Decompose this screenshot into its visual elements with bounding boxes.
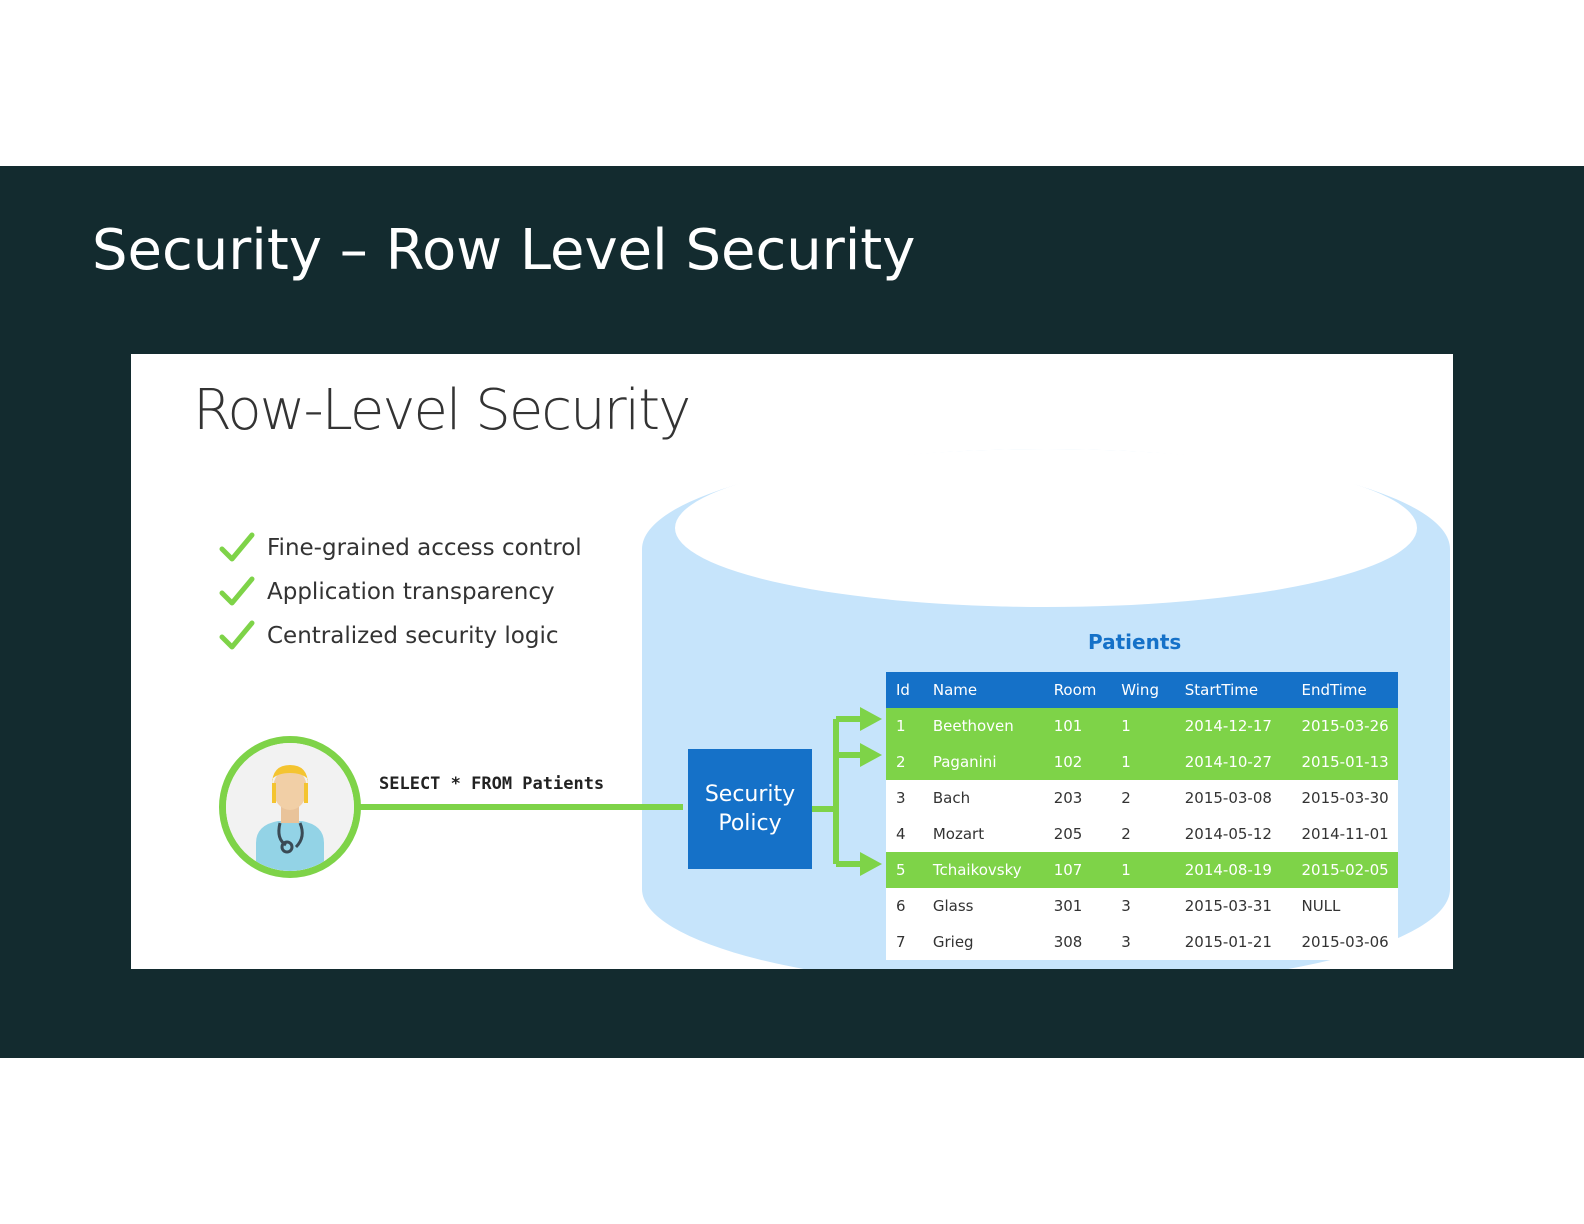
policy-filter-arrows: [812, 707, 882, 876]
slide-title: Security – Row Level Security: [92, 218, 916, 283]
security-policy-box: Security Policy: [688, 749, 812, 869]
cell-endtime: 2015-02-05: [1291, 852, 1398, 888]
cell-wing: 3: [1111, 888, 1175, 924]
cell-id: 1: [886, 708, 923, 744]
feature-list: Fine-grained access control Application …: [219, 526, 582, 658]
check-icon: [219, 532, 255, 562]
table-header-row: Id Name Room Wing StartTime EndTime: [886, 672, 1398, 708]
feature-item: Fine-grained access control: [219, 526, 582, 570]
cell-wing: 2: [1111, 780, 1175, 816]
cell-name: Bach: [922, 780, 1044, 816]
sql-query: SELECT * FROM Patients: [379, 774, 605, 794]
cell-name: Beethoven: [922, 708, 1044, 744]
doctor-icon: [226, 743, 354, 871]
cell-room: 203: [1043, 780, 1112, 816]
column-header-id: Id: [886, 672, 923, 708]
cell-wing: 1: [1111, 708, 1175, 744]
cell-wing: 2: [1111, 816, 1175, 852]
cell-starttime: 2014-05-12: [1174, 816, 1292, 852]
feature-item: Centralized security logic: [219, 614, 582, 658]
cell-name: Grieg: [922, 924, 1044, 960]
cell-endtime: 2015-01-13: [1291, 744, 1398, 780]
user-avatar: [219, 736, 361, 878]
cell-id: 4: [886, 816, 923, 852]
cell-name: Glass: [922, 888, 1044, 924]
cell-id: 5: [886, 852, 923, 888]
cell-starttime: 2015-01-21: [1174, 924, 1292, 960]
cell-starttime: 2014-10-27: [1174, 744, 1292, 780]
feature-label: Application transparency: [267, 579, 555, 605]
cell-wing: 1: [1111, 852, 1175, 888]
cell-starttime: 2015-03-08: [1174, 780, 1292, 816]
policy-label-line2: Policy: [718, 811, 782, 836]
cell-endtime: 2015-03-26: [1291, 708, 1398, 744]
diagram-title: Row-Level Security: [193, 378, 691, 443]
cell-starttime: 2014-08-19: [1174, 852, 1292, 888]
cell-room: 301: [1043, 888, 1112, 924]
column-header-starttime: StartTime: [1174, 672, 1292, 708]
cell-id: 2: [886, 744, 923, 780]
check-icon: [219, 620, 255, 650]
feature-label: Fine-grained access control: [267, 535, 582, 561]
cell-name: Paganini: [922, 744, 1044, 780]
cell-room: 102: [1043, 744, 1112, 780]
cell-room: 107: [1043, 852, 1112, 888]
cell-room: 101: [1043, 708, 1112, 744]
cell-room: 308: [1043, 924, 1112, 960]
cell-name: Tchaikovsky: [922, 852, 1044, 888]
cell-room: 205: [1043, 816, 1112, 852]
cell-name: Mozart: [922, 816, 1044, 852]
column-header-room: Room: [1043, 672, 1112, 708]
query-connector: [357, 804, 683, 810]
column-header-name: Name: [922, 672, 1044, 708]
cell-endtime: 2015-03-30: [1291, 780, 1398, 816]
cell-wing: 1: [1111, 744, 1175, 780]
column-header-wing: Wing: [1111, 672, 1175, 708]
cell-starttime: 2015-03-31: [1174, 888, 1292, 924]
cell-endtime: 2014-11-01: [1291, 816, 1398, 852]
policy-label-line1: Security: [704, 782, 796, 807]
cell-starttime: 2014-12-17: [1174, 708, 1292, 744]
feature-label: Centralized security logic: [267, 623, 559, 649]
cell-wing: 3: [1111, 924, 1175, 960]
diagram-panel: Row-Level Security Fine-grained access c…: [131, 354, 1453, 969]
check-icon: [219, 576, 255, 606]
table-title: Patients: [1088, 630, 1182, 654]
cell-endtime: NULL: [1291, 888, 1398, 924]
database-cylinder-top: [675, 449, 1417, 607]
feature-item: Application transparency: [219, 570, 582, 614]
cell-id: 7: [886, 924, 923, 960]
cell-endtime: 2015-03-06: [1291, 924, 1398, 960]
column-header-endtime: EndTime: [1291, 672, 1398, 708]
cell-id: 3: [886, 780, 923, 816]
cell-id: 6: [886, 888, 923, 924]
